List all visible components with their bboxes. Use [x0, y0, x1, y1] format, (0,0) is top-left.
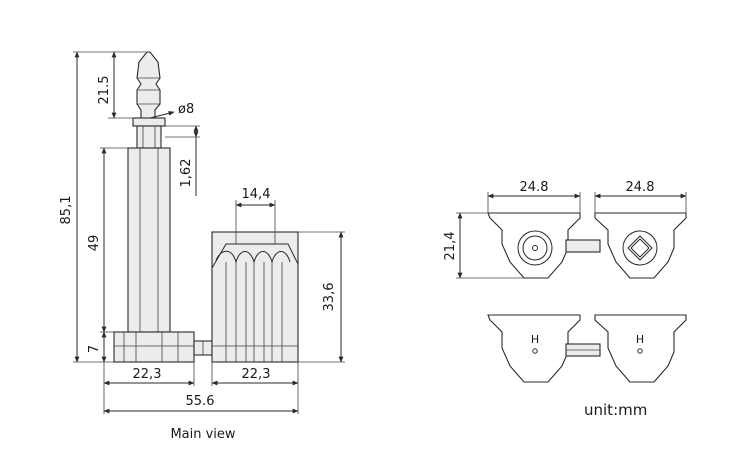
main-view: 85,1 21.5 ø8 1,62 49 7 14,4 33,6 22,3 22…: [59, 51, 345, 442]
label-cap-width: 14,4: [242, 187, 271, 202]
top-connector: [565, 239, 601, 253]
dim-shaft-dia-line: [149, 110, 175, 119]
label-total-width: 55.6: [186, 394, 215, 409]
bolt-collar: [132, 117, 166, 127]
label-collar: 1,62: [179, 159, 194, 188]
left-h-mark: H: [531, 333, 539, 346]
label-right-width: 22,3: [242, 367, 271, 382]
label-shaft-len: 49: [87, 235, 102, 252]
label-base: 7: [87, 345, 102, 353]
label-left-width: 22,3: [133, 367, 162, 382]
side-view: H H 24.8 24.8 21,4 unit:mm: [443, 180, 687, 419]
label-cap-height: 33,6: [322, 283, 337, 312]
label-tip-height: 21.5: [97, 76, 112, 105]
label-side-left-width: 24.8: [520, 180, 549, 195]
right-square-hole: [622, 230, 658, 266]
bolt-tip: [136, 51, 161, 119]
caption-main-view: Main view: [170, 427, 235, 442]
left-round-hole: [517, 230, 553, 266]
bolt-base: [113, 331, 195, 363]
right-seal-top: [594, 212, 687, 279]
label-side-height: 21,4: [443, 232, 458, 261]
label-side-right-width: 24.8: [626, 180, 655, 195]
label-total-height: 85,1: [59, 196, 74, 225]
unit-label: unit:mm: [584, 401, 647, 419]
bolt-shaft: [127, 147, 171, 333]
right-h-mark: H: [636, 333, 644, 346]
label-shaft-dia: ø8: [178, 102, 194, 117]
